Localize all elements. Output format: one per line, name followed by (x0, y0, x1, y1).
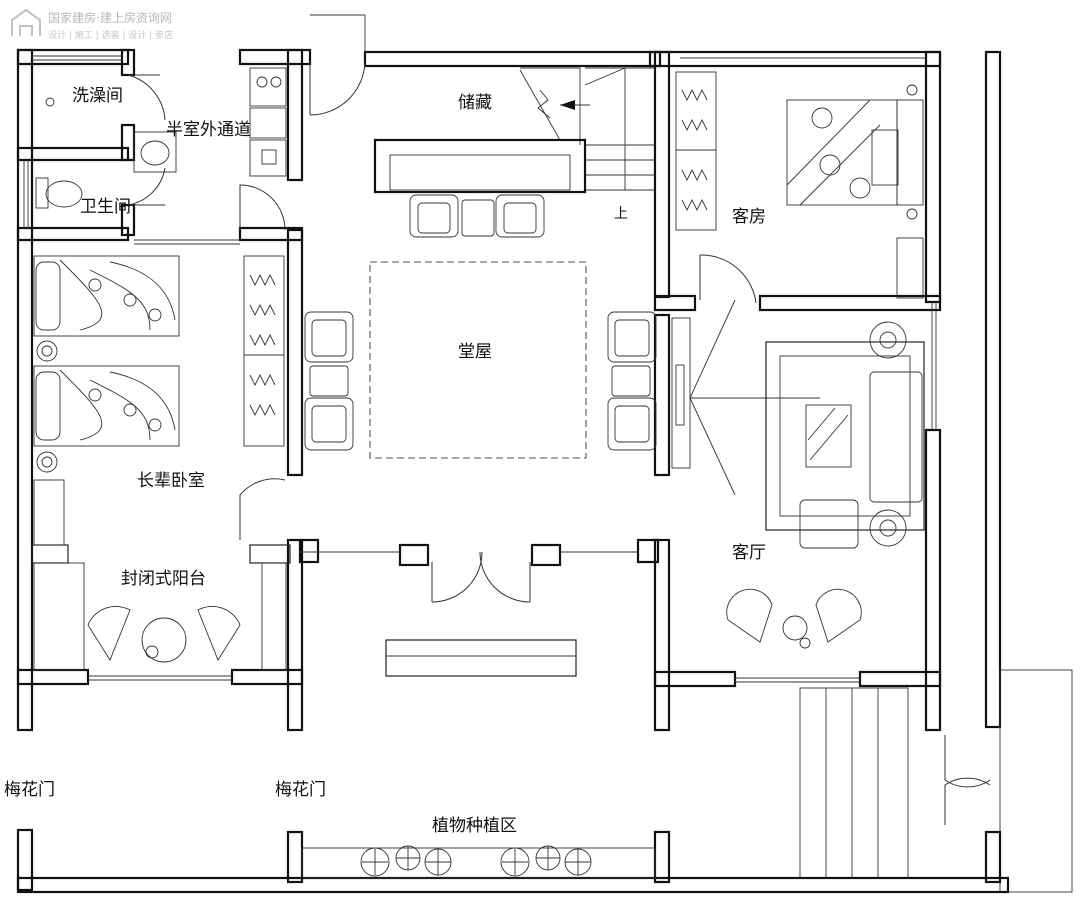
balcony-furniture (33, 562, 287, 671)
staircase (519, 67, 655, 191)
windows (23, 55, 937, 683)
watermark: 国家建房·建上房资询网 设计 | 施工 | 选装 | 设计 | 参店 (11, 8, 173, 41)
courtyard-fence (16, 828, 1010, 894)
main-hall-furniture (304, 194, 691, 469)
doors (127, 14, 991, 825)
label-main-hall: 堂屋 (458, 342, 492, 362)
living-room-furniture (726, 321, 925, 649)
walls (16, 48, 1002, 732)
elder-bedroom-furniture (33, 255, 285, 546)
label-semi-outdoor-passage: 半室外通道 (166, 120, 251, 140)
label-living-room: 客厅 (732, 543, 766, 563)
storage-cabinet (373, 138, 587, 194)
label-plum-gate-right: 梅花门 (275, 780, 326, 800)
planter-left (360, 845, 452, 877)
label-guest-room: 客房 (732, 207, 766, 227)
watermark-line-2: 设计 | 施工 | 选装 | 设计 | 参店 (48, 29, 173, 41)
wet-area-fixtures (35, 67, 287, 209)
guest-room-furniture (675, 71, 924, 299)
label-plum-gate-left: 梅花门 (4, 780, 55, 800)
front-steps (799, 669, 1073, 893)
label-toilet: 卫生间 (80, 197, 131, 217)
house-logo-icon (11, 8, 41, 36)
label-washroom: 洗澡间 (72, 86, 123, 106)
label-planting-area: 植物种植区 (432, 816, 517, 836)
planter-right (500, 845, 592, 877)
watermark-line-1: 国家建房·建上房资询网 (48, 10, 172, 25)
label-elder-bedroom: 长辈卧室 (137, 471, 205, 491)
label-stair-up: 上 (614, 206, 628, 222)
room-labels: 洗澡间 半室外通道 储藏 卫生间 客房 堂屋 长辈卧室 客厅 封闭式阳台 梅花门… (4, 86, 766, 836)
label-storage: 储藏 (458, 93, 492, 113)
label-enclosed-balcony: 封闭式阳台 (121, 569, 206, 589)
